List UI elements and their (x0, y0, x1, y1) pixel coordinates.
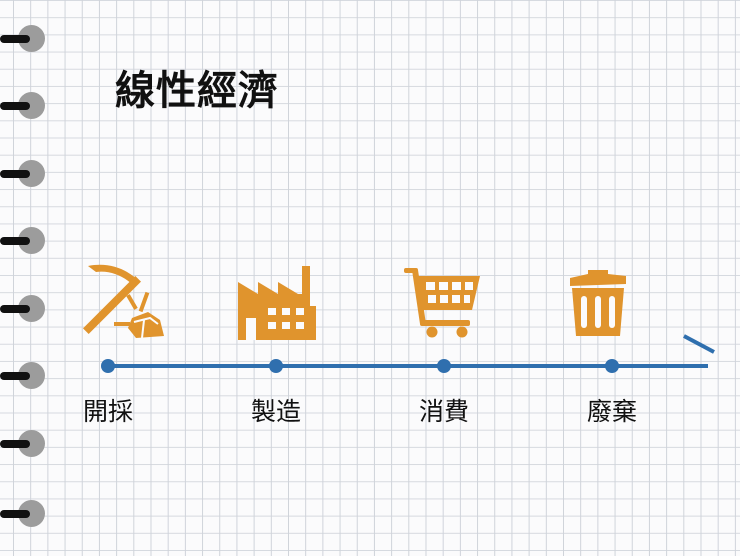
binding-ring (0, 25, 46, 53)
binding-ring (0, 295, 46, 323)
binding-ring (0, 160, 46, 188)
diagram-title: 線性經濟 (115, 68, 279, 114)
binding-ring (0, 92, 46, 120)
stage-label-mining: 開採 (82, 397, 133, 426)
timeline-node-mining (101, 359, 115, 373)
timeline-node-disposal (605, 359, 619, 373)
binding-ring (0, 500, 46, 528)
factory-icon (238, 266, 316, 340)
stage-label-disposal: 廢棄 (586, 397, 637, 426)
trash-bin-icon (570, 270, 626, 336)
timeline-arrowhead (683, 334, 715, 354)
timeline-node-consumption (437, 359, 451, 373)
stage-label-manufacturing: 製造 (250, 397, 301, 426)
pickaxe-mining-icon (83, 264, 164, 339)
timeline-node-manufacturing (269, 359, 283, 373)
timeline-line (108, 364, 708, 368)
shopping-cart-icon (404, 268, 480, 338)
binding-ring (0, 430, 46, 458)
binding-ring (0, 362, 46, 390)
stage-label-consumption: 消費 (418, 397, 469, 426)
binding-ring (0, 227, 46, 255)
